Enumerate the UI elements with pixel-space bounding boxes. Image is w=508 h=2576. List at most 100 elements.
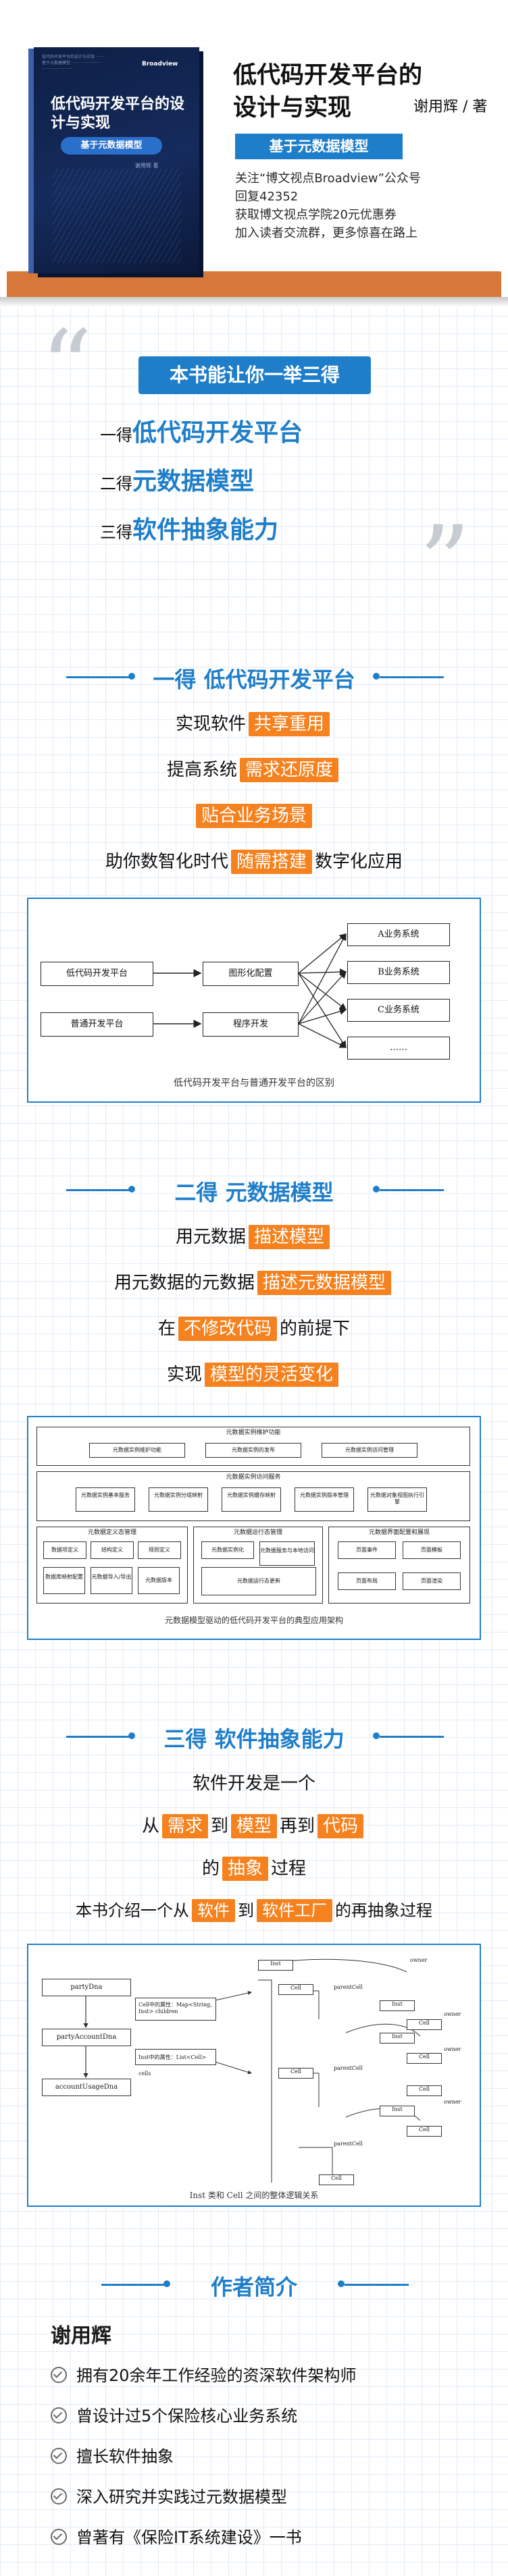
feature-line: 用元数据描述模型 bbox=[0, 1223, 508, 1249]
divider bbox=[380, 1189, 444, 1191]
check-circle-icon bbox=[51, 2529, 67, 2545]
arch-item: 元数据实例缓存映射 bbox=[222, 1487, 281, 1512]
section-heading: 二得 元数据模型 bbox=[0, 1173, 508, 1213]
edge-label: parentCell bbox=[334, 2065, 363, 2071]
diagram-node: …… bbox=[347, 1037, 450, 1060]
feature-line: 实现模型的灵活变化 bbox=[0, 1361, 508, 1387]
subtitle-badge: 基于元数据模型 bbox=[235, 134, 403, 159]
attribute-note: Inst中的属性：List<Cell> cells bbox=[135, 2049, 216, 2077]
section-heading: 作者简介 bbox=[0, 2268, 508, 2308]
arch-item: 页面渲染 bbox=[403, 1572, 461, 1590]
divider bbox=[66, 1189, 130, 1191]
edge-label: owner bbox=[444, 2099, 461, 2105]
intro-text: 低代码开发平台 bbox=[132, 419, 303, 447]
highlight: 软件 bbox=[192, 1899, 235, 1922]
cell-node: Cell bbox=[278, 1984, 313, 1995]
divider bbox=[66, 676, 130, 678]
author-item-text: 曾设计过5个保险核心业务系统 bbox=[76, 2407, 298, 2426]
cell-node: Cell bbox=[407, 2053, 442, 2064]
author-item: 深入研究并实践过元数据模型 bbox=[51, 2484, 287, 2507]
intro-prefix: 二得 bbox=[100, 474, 132, 493]
divider-dot bbox=[128, 1186, 135, 1193]
arch-item: 元数据实例版本管理 bbox=[295, 1487, 354, 1512]
diagram-node: 低代码开发平台 bbox=[41, 962, 153, 986]
diagram-caption: 低代码开发平台与普通开发平台的区别 bbox=[174, 1078, 334, 1089]
arch-item: 元数据实例基本服务 bbox=[76, 1487, 135, 1512]
section-name: 软件抽象能力 bbox=[214, 1726, 345, 1752]
arch-block-title: 元数据实例访问服务 bbox=[226, 1474, 281, 1481]
intro-prefix: 一得 bbox=[100, 426, 132, 445]
book-shelf bbox=[7, 271, 501, 298]
edge-label: owner bbox=[444, 2046, 461, 2052]
book-cover-author: 谢用辉 著 bbox=[135, 163, 159, 169]
edge-label: owner bbox=[444, 2011, 461, 2017]
open-quote-icon: “ bbox=[41, 309, 93, 427]
section-heading: 三得 软件抽象能力 bbox=[0, 1720, 508, 1760]
book-cover-subtitle: 基于元数据模型 bbox=[61, 137, 162, 155]
arch-item: 元数据对象视图执行引擎 bbox=[367, 1487, 427, 1512]
highlight: 贴合业务场景 bbox=[195, 804, 312, 828]
section-title: 三得 软件抽象能力 bbox=[0, 1722, 508, 1753]
check-circle-icon bbox=[51, 2448, 67, 2464]
inst-node: Inst bbox=[258, 1960, 293, 1971]
divider-dot bbox=[373, 1732, 380, 1739]
title-line: 设计与实现 bbox=[233, 94, 352, 121]
divider-dot bbox=[338, 2280, 345, 2287]
diagram-caption: Inst 类和 Cell 之间的整体逻辑关系 bbox=[189, 2191, 319, 2200]
cell-node: Cell bbox=[319, 2174, 354, 2185]
shelf-shadow bbox=[0, 297, 508, 307]
feature-line: 软件开发是一个 bbox=[192, 1774, 315, 1794]
highlight: 需求还原度 bbox=[240, 758, 339, 782]
arch-item: 元数据导入/导出 bbox=[91, 1567, 132, 1594]
arch-item: 页面事件 bbox=[338, 1541, 396, 1559]
arch-item: 元数据服务与本地访问 bbox=[259, 1541, 315, 1566]
inst-node: Inst bbox=[380, 2106, 415, 2116]
feature-line: 用元数据的元数据描述元数据模型 bbox=[0, 1269, 508, 1295]
check-circle-icon bbox=[51, 2367, 67, 2383]
attribute-note: Cell中的属性：Map<String, Inst> children bbox=[135, 1998, 216, 2021]
section-name: 元数据模型 bbox=[225, 1180, 334, 1205]
inst-node: Inst bbox=[380, 2000, 415, 2011]
author-item: 擅长软件抽象 bbox=[51, 2443, 174, 2467]
arch-item: 元数据实例分组映射 bbox=[149, 1487, 208, 1512]
arch-item: 元数据实例的发布 bbox=[205, 1443, 301, 1458]
check-circle-icon bbox=[51, 2488, 67, 2504]
feature-line: 贴合业务场景 bbox=[0, 802, 508, 828]
diagram-arrows bbox=[153, 933, 347, 1049]
highlight: 描述模型 bbox=[249, 1225, 330, 1249]
arch-block-title: 元数据界面配置和展现 bbox=[368, 1529, 430, 1536]
highlight: 抽象 bbox=[222, 1857, 268, 1881]
feature-line: 助你数智化时代随需搭建数字化应用 bbox=[0, 848, 508, 874]
intro-tag: 本书能让你一举三得 bbox=[138, 356, 371, 394]
arch-block-title: 元数据运行态管理 bbox=[233, 1529, 282, 1536]
divider bbox=[101, 2284, 166, 2286]
divider bbox=[345, 2284, 409, 2286]
arch-item: 数据项定义 bbox=[43, 1541, 86, 1559]
divider-dot bbox=[373, 673, 380, 680]
book-small-line: 低代码开发平台的设计与实现 ······· bbox=[42, 55, 105, 59]
author-item: 拥有20余年工作经验的资深软件架构师 bbox=[51, 2362, 357, 2386]
highlight: 软件工厂 bbox=[257, 1899, 332, 1922]
highlight: 需求 bbox=[161, 1814, 208, 1838]
intro-line: 一得低代码开发平台 bbox=[100, 413, 303, 448]
section-name: 低代码开发平台 bbox=[203, 667, 355, 692]
section-title: 一得 低代码开发平台 bbox=[0, 663, 508, 694]
close-quote-icon: ” bbox=[419, 505, 471, 622]
diagram-node: B业务系统 bbox=[347, 961, 450, 984]
cell-node: Cell bbox=[407, 2085, 442, 2096]
section-prefix: 二得 bbox=[174, 1180, 218, 1205]
dna-node: partyDna bbox=[42, 1979, 131, 1996]
diagram-node: 程序开发 bbox=[203, 1012, 299, 1037]
highlight: 不修改代码 bbox=[178, 1317, 277, 1341]
section-prefix: 三得 bbox=[163, 1726, 207, 1752]
diagram-node: 图形化配置 bbox=[203, 962, 299, 986]
highlight: 代码 bbox=[318, 1814, 364, 1838]
arch-item: 页面布局 bbox=[338, 1572, 396, 1590]
author-item: 曾著有《保险IT系统建设》一书 bbox=[51, 2524, 302, 2548]
divider-dot bbox=[373, 1186, 380, 1193]
section-prefix: 一得 bbox=[153, 667, 197, 692]
book-cover-pattern bbox=[53, 169, 181, 263]
arch-item: 规则定义 bbox=[138, 1541, 181, 1559]
promo-line: 获取博文视点学院20元优惠券 bbox=[235, 208, 397, 222]
promo-line: 关注“博文视点Broadview”公众号 bbox=[235, 171, 421, 186]
